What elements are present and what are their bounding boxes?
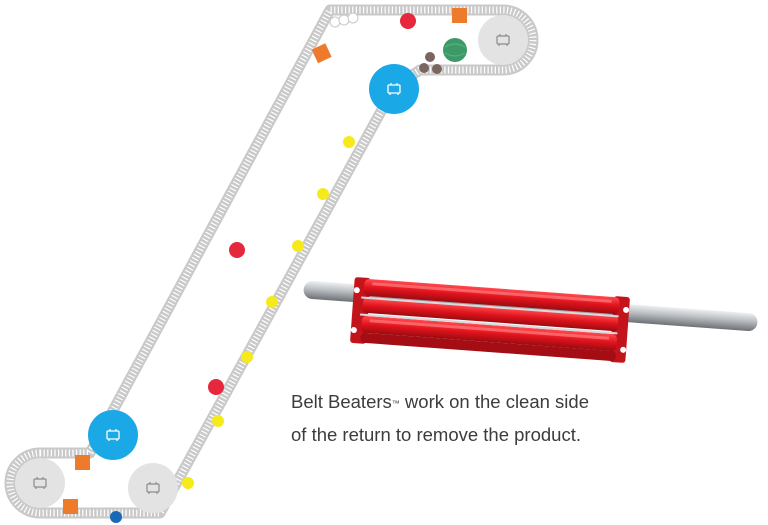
pulley-blue-top xyxy=(369,64,419,114)
product-yellow xyxy=(343,136,355,148)
conveyor-belt xyxy=(4,4,539,519)
beater-bar xyxy=(360,332,616,362)
product-empty xyxy=(329,16,341,28)
pulley-head xyxy=(478,15,528,65)
caption-line-1: Belt Beaters™ work on the clean side xyxy=(291,385,651,418)
product-green xyxy=(443,38,467,62)
motor-icon xyxy=(496,34,510,46)
product-yellow xyxy=(266,296,278,308)
product-particles xyxy=(63,8,467,523)
caption-line-1-rest: work on the clean side xyxy=(399,391,589,412)
product-orange xyxy=(452,8,467,23)
product-blue xyxy=(110,511,122,523)
motor-icon xyxy=(33,477,47,489)
motor-icon xyxy=(387,83,401,95)
product-yellow xyxy=(182,477,194,489)
product-yellow xyxy=(292,240,304,252)
caption-line-2: of the return to remove the product. xyxy=(291,424,581,445)
pulley-tail xyxy=(15,458,65,508)
product-yellow xyxy=(212,415,224,427)
trademark-symbol: ™ xyxy=(391,399,400,408)
product-red xyxy=(229,242,245,258)
belt-beaters-caption: Belt Beaters™ work on the clean side of … xyxy=(291,385,651,451)
product-empty xyxy=(338,14,350,26)
product-brown xyxy=(432,64,442,74)
motor-icon xyxy=(106,429,120,441)
pulley-bottom xyxy=(128,463,178,513)
product-empty xyxy=(347,12,359,24)
product-red xyxy=(400,13,416,29)
product-orange xyxy=(311,43,332,64)
product-orange xyxy=(75,455,90,470)
product-orange xyxy=(63,499,78,514)
belt-outline xyxy=(4,4,539,519)
beater-bar xyxy=(362,297,619,332)
product-yellow xyxy=(317,188,329,200)
product-brown xyxy=(425,52,435,62)
caption-product-name: Belt Beaters xyxy=(291,391,392,412)
product-brown xyxy=(419,63,429,73)
belt-beater-roller-icon xyxy=(303,277,758,363)
motor-icon xyxy=(146,482,160,494)
product-yellow xyxy=(241,351,253,363)
product-red xyxy=(208,379,224,395)
pulley-blue-bottom xyxy=(88,410,138,460)
